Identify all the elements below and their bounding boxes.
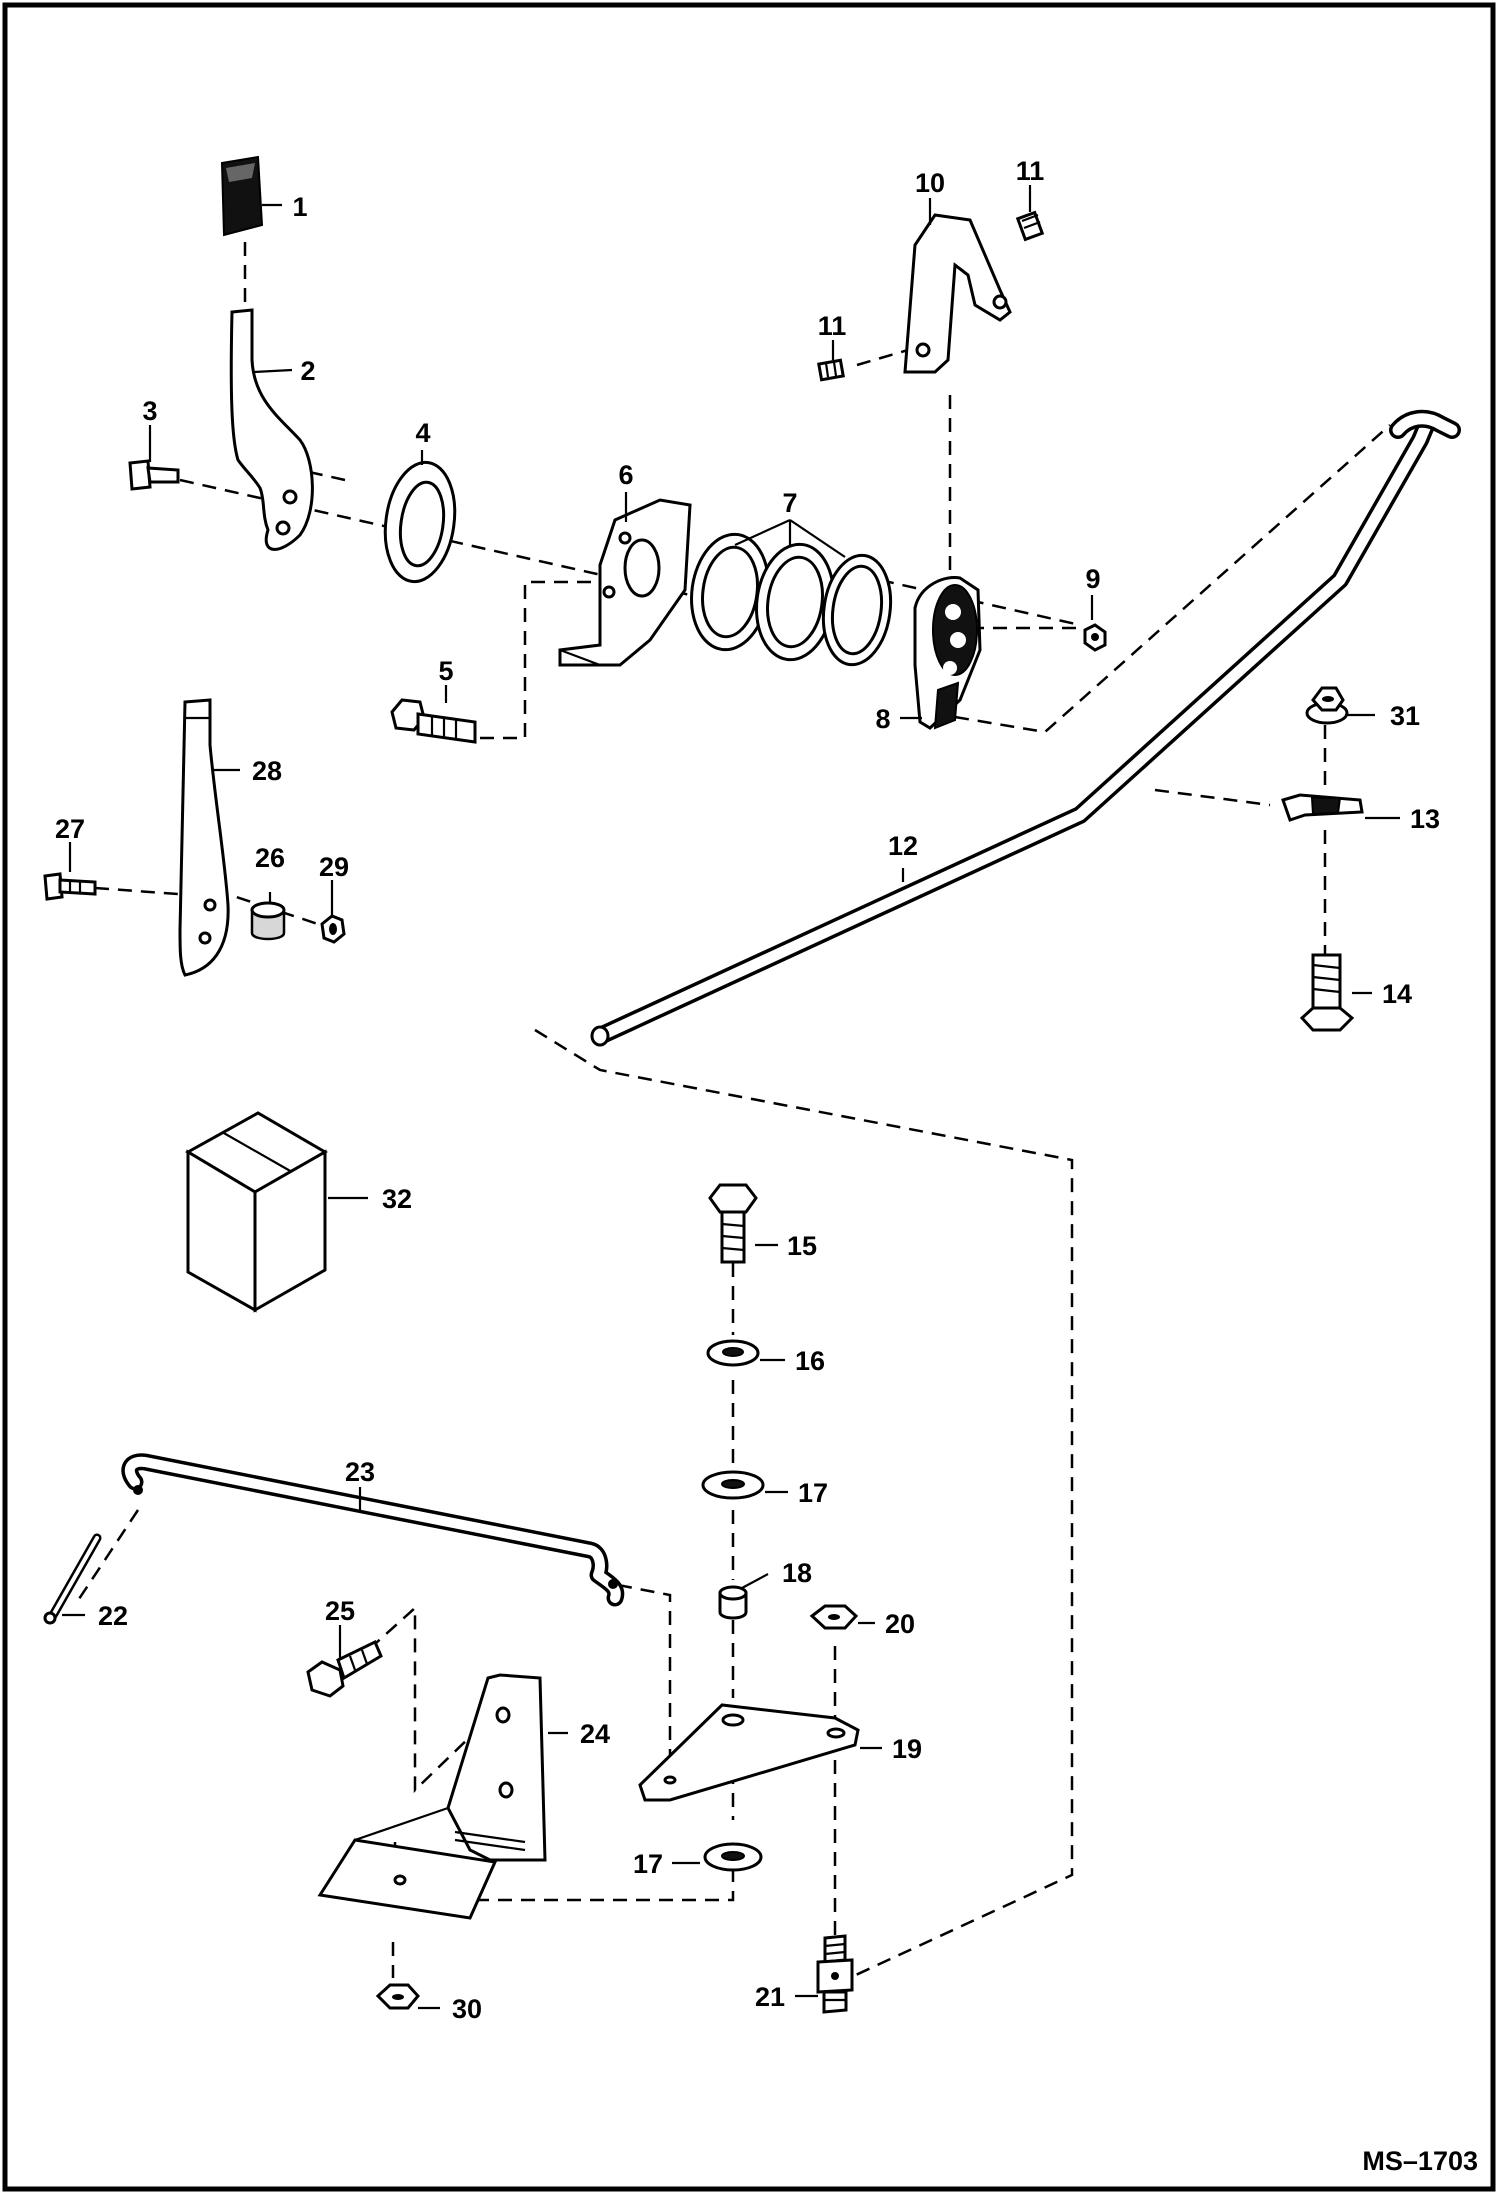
part-29-nut bbox=[320, 914, 346, 944]
callout-19: 19 bbox=[892, 1734, 922, 1764]
callout-11-upper: 11 bbox=[1016, 156, 1045, 186]
part-8-hub bbox=[913, 575, 982, 730]
callout-10: 10 bbox=[915, 168, 945, 198]
part-10-u-bracket bbox=[903, 213, 1012, 374]
part-12-rod bbox=[590, 409, 1461, 1047]
callout-30: 30 bbox=[452, 1994, 482, 2024]
part-4-washer bbox=[383, 460, 457, 584]
callout-13: 13 bbox=[1410, 804, 1440, 834]
part-30-nut bbox=[375, 1983, 420, 2010]
callout-1: 1 bbox=[292, 192, 307, 222]
callout-17-lower: 17 bbox=[633, 1849, 663, 1879]
callout-14: 14 bbox=[1382, 979, 1412, 1009]
part-20-nut bbox=[809, 1604, 859, 1630]
part-17-washer-lower bbox=[703, 1842, 763, 1872]
callout-3: 3 bbox=[142, 396, 157, 426]
callout-2: 2 bbox=[300, 356, 315, 386]
part-1-knob bbox=[220, 155, 264, 237]
callout-18: 18 bbox=[782, 1558, 812, 1588]
part-16-washer bbox=[706, 1339, 760, 1367]
part-7-friction-discs bbox=[690, 532, 893, 667]
part-21-stud bbox=[816, 1934, 854, 2014]
leader-lines bbox=[62, 185, 1400, 2010]
part-18-spacer bbox=[718, 1585, 748, 1620]
callout-4: 4 bbox=[415, 418, 430, 448]
callout-27: 27 bbox=[55, 814, 85, 844]
callout-28: 28 bbox=[252, 756, 282, 786]
part-3-shoulder-bolt bbox=[128, 459, 180, 491]
part-28-lever bbox=[178, 698, 230, 977]
part-32-box bbox=[184, 1111, 329, 1313]
callout-25: 25 bbox=[325, 1596, 355, 1626]
part-6-bracket bbox=[558, 498, 692, 667]
part-2-lever bbox=[229, 308, 314, 551]
callout-23: 23 bbox=[345, 1457, 375, 1487]
part-17-washer-upper bbox=[701, 1470, 765, 1500]
callout-21: 21 bbox=[755, 1982, 785, 2012]
part-9-nut bbox=[1083, 623, 1107, 652]
part-13-clip bbox=[1281, 793, 1364, 822]
callout-8: 8 bbox=[875, 704, 890, 734]
callout-17-upper: 17 bbox=[798, 1478, 828, 1508]
callout-26: 26 bbox=[255, 843, 285, 873]
callout-20: 20 bbox=[885, 1609, 915, 1639]
callout-9: 9 bbox=[1085, 564, 1100, 594]
part-11-set-screw-lower bbox=[817, 358, 845, 382]
callout-15: 15 bbox=[787, 1231, 817, 1261]
part-23-rod bbox=[121, 1453, 625, 1607]
callout-6: 6 bbox=[618, 460, 633, 490]
part-25-bolt bbox=[306, 1639, 383, 1698]
callout-32: 32 bbox=[382, 1184, 412, 1214]
document-code: MS–1703 bbox=[1362, 2146, 1478, 2176]
part-19-plate bbox=[638, 1703, 860, 1802]
callout-29: 29 bbox=[319, 852, 349, 882]
callout-5: 5 bbox=[438, 656, 453, 686]
callout-labels: 1 2 3 4 5 6 7 8 9 10 11 11 12 13 14 15 1… bbox=[55, 156, 1440, 2024]
part-31-flange-nut bbox=[1305, 686, 1349, 725]
callout-31: 31 bbox=[1390, 701, 1420, 731]
callout-7: 7 bbox=[782, 488, 797, 518]
callout-12: 12 bbox=[888, 831, 918, 861]
part-14-bolt bbox=[1299, 953, 1355, 1032]
part-24-angle-bracket bbox=[317, 1673, 547, 1920]
part-22-pin bbox=[43, 1533, 102, 1625]
callout-11-lower: 11 bbox=[818, 311, 847, 341]
part-5-bolt bbox=[390, 698, 477, 744]
callout-16: 16 bbox=[795, 1346, 825, 1376]
callout-22: 22 bbox=[98, 1601, 128, 1631]
part-15-bolt bbox=[708, 1183, 758, 1264]
callout-24: 24 bbox=[580, 1719, 610, 1749]
part-26-bushing bbox=[250, 901, 286, 941]
part-27-bolt bbox=[43, 872, 97, 901]
part-11-set-screw-upper bbox=[1015, 210, 1045, 242]
